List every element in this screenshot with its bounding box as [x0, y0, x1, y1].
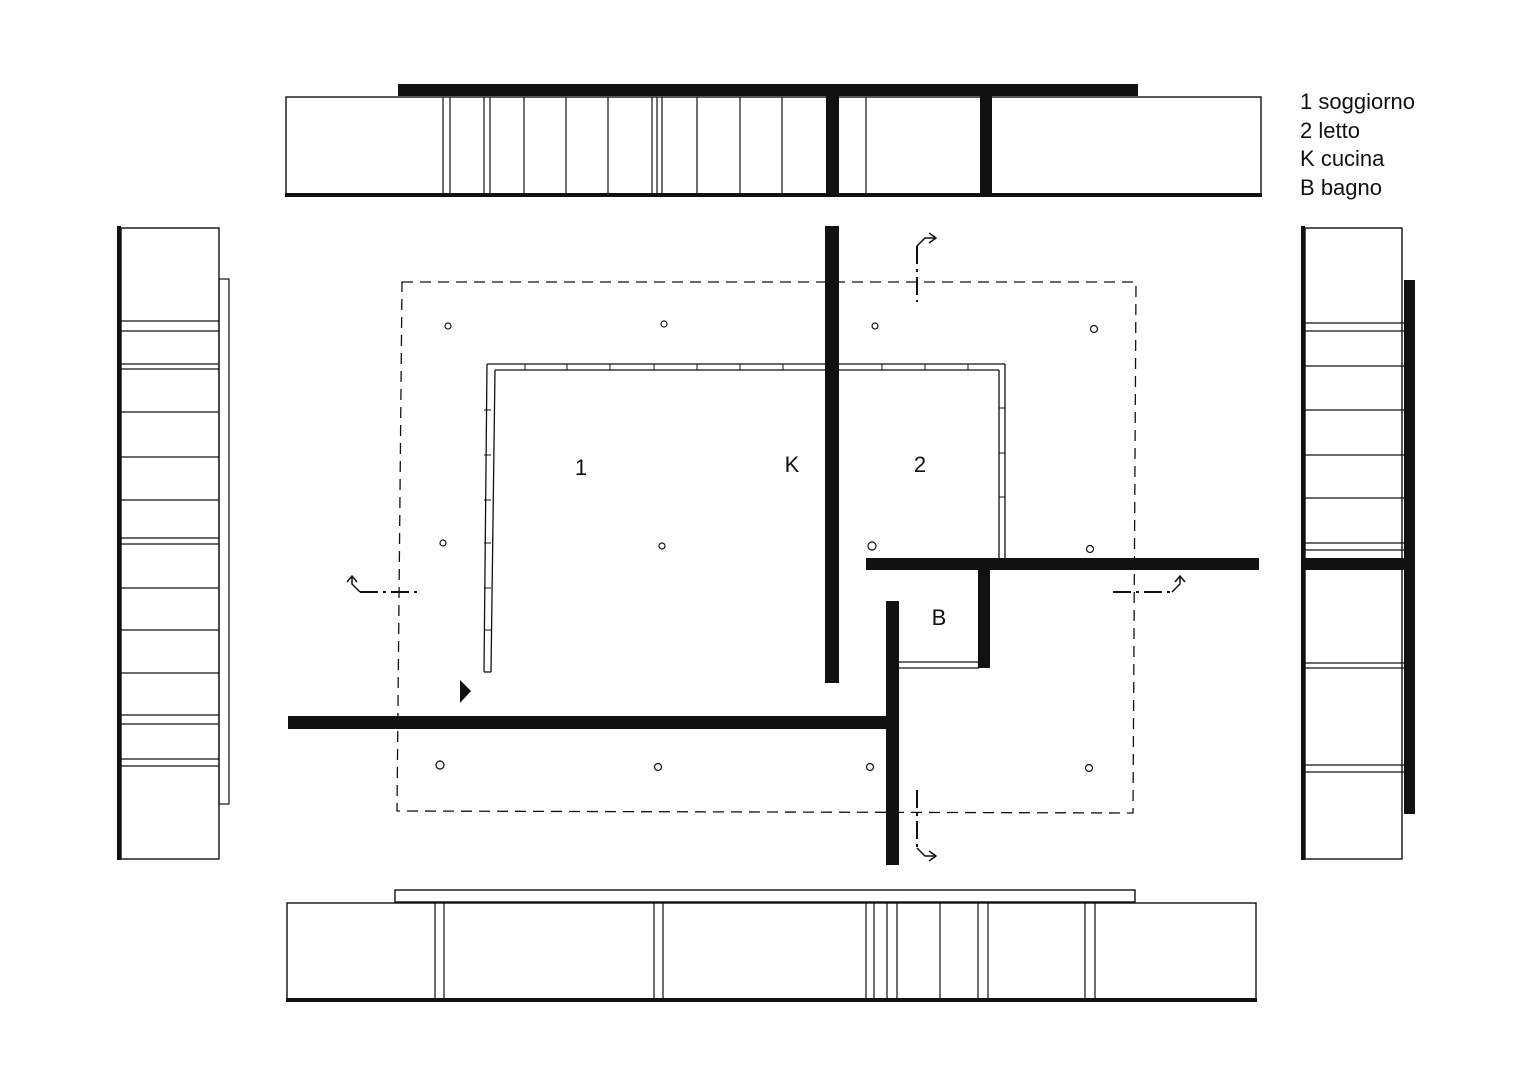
room-label-bathroom: B: [932, 605, 947, 630]
legend-item-bathroom: B bagno: [1300, 174, 1415, 203]
wall-bedroom-horizontal: [866, 558, 1259, 570]
wall-long-horizontal: [288, 716, 899, 729]
top-elevation-wall-left: [826, 96, 839, 195]
plan-view: 1 K 2 B: [288, 226, 1259, 865]
section-marker-bottom: [916, 790, 938, 862]
bottom-elevation-mullions: [434, 903, 1096, 999]
legend-name: cucina: [1320, 146, 1385, 171]
legend-item-kitchen: K cucina: [1300, 145, 1415, 174]
legend-key: K: [1300, 146, 1315, 171]
left-elevation-roof-slab: [218, 278, 230, 805]
bottom-elevation-ground-line: [286, 998, 1257, 1002]
right-elevation-roof-slab: [1404, 280, 1415, 814]
section-marker-top: [916, 232, 938, 302]
top-elevation-glazing-mullions: [442, 97, 867, 194]
wall-bathroom-vertical: [978, 558, 990, 668]
bottom-elevation: [286, 889, 1257, 1002]
solid-walls: [288, 226, 1259, 865]
entrance-arrow-icon: [460, 680, 471, 703]
room-label-kitchen: K: [785, 452, 800, 477]
legend-key: 2: [1300, 117, 1313, 143]
room-label-living: 1: [575, 455, 587, 480]
top-elevation-wall-right: [980, 96, 992, 195]
legend-key: 1: [1300, 89, 1313, 114]
left-elevation-mullions: [121, 320, 219, 767]
legend-name: bagno: [1320, 174, 1382, 200]
right-elevation-wall: [1305, 558, 1409, 570]
room-legend: 1 soggiorno 2 letto K cucina B bagno: [1300, 88, 1415, 202]
wall-long-vertical: [886, 601, 899, 865]
top-elevation-ground-line: [285, 193, 1262, 197]
room-label-bedroom: 2: [914, 452, 926, 477]
top-elevation-roof-slab: [398, 84, 1138, 96]
wall-kitchen: [825, 226, 839, 683]
legend-key: B: [1300, 174, 1315, 200]
bottom-elevation-roof-slab: [394, 889, 1136, 903]
legend-item-bedroom: 2 letto: [1300, 117, 1415, 146]
left-elevation: [117, 226, 230, 860]
right-elevation-ground-line: [1301, 226, 1305, 860]
right-elevation-mullions: [1305, 322, 1404, 773]
top-elevation: [285, 84, 1262, 197]
section-marker-right: [1113, 574, 1186, 593]
columns: [435, 320, 1099, 773]
legend-item-living: 1 soggiorno: [1300, 88, 1415, 117]
roof-outline-dashed: [396, 281, 1137, 814]
left-elevation-ground-line: [117, 226, 121, 860]
section-marker-left: [346, 574, 418, 593]
section-markers: [346, 232, 1186, 862]
legend-name: letto: [1318, 117, 1360, 143]
legend-name: soggiorno: [1318, 89, 1416, 114]
bottom-elevation-outline: [286, 902, 1257, 1001]
right-elevation: [1301, 226, 1415, 860]
top-elevation-outline: [285, 96, 1262, 197]
glass-wall: [483, 363, 1006, 673]
